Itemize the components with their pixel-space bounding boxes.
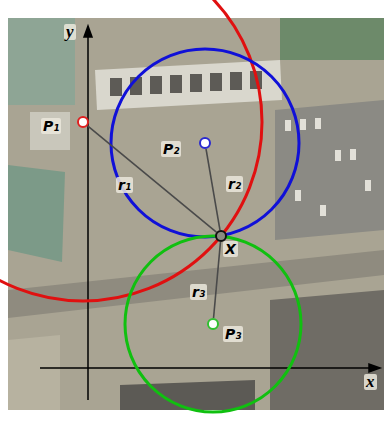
axis-label: x: [364, 374, 377, 390]
ground: [8, 18, 384, 410]
target-point: X: [215, 230, 227, 242]
range-circles: [0, 0, 301, 412]
axis-label: y: [64, 24, 76, 40]
range-line: [214, 242, 221, 318]
distance-label: r₁: [116, 177, 133, 193]
anchor-point: P₃: [207, 318, 219, 330]
building: [8, 335, 60, 410]
anchor-point: P₁: [77, 116, 89, 128]
building: [8, 165, 65, 262]
parking-lot: [275, 100, 384, 240]
point-label: P₂: [161, 141, 181, 157]
distance-label: r₂: [226, 176, 243, 192]
range-circle: [0, 0, 262, 301]
axes: [40, 26, 380, 400]
point-label: P₁: [41, 118, 61, 134]
trees: [280, 18, 384, 60]
building: [30, 112, 70, 150]
range-circle: [125, 236, 301, 412]
building: [270, 290, 384, 410]
building: [120, 380, 255, 410]
range-circle: [111, 49, 299, 237]
building: [8, 18, 75, 105]
anchor-point: P₂: [199, 137, 211, 149]
distance-label: r₃: [190, 284, 207, 300]
range-line: [88, 126, 217, 232]
connectors: [88, 126, 221, 318]
point-label: X: [223, 241, 238, 257]
point-label: P₃: [223, 326, 243, 342]
range-line: [206, 149, 220, 230]
